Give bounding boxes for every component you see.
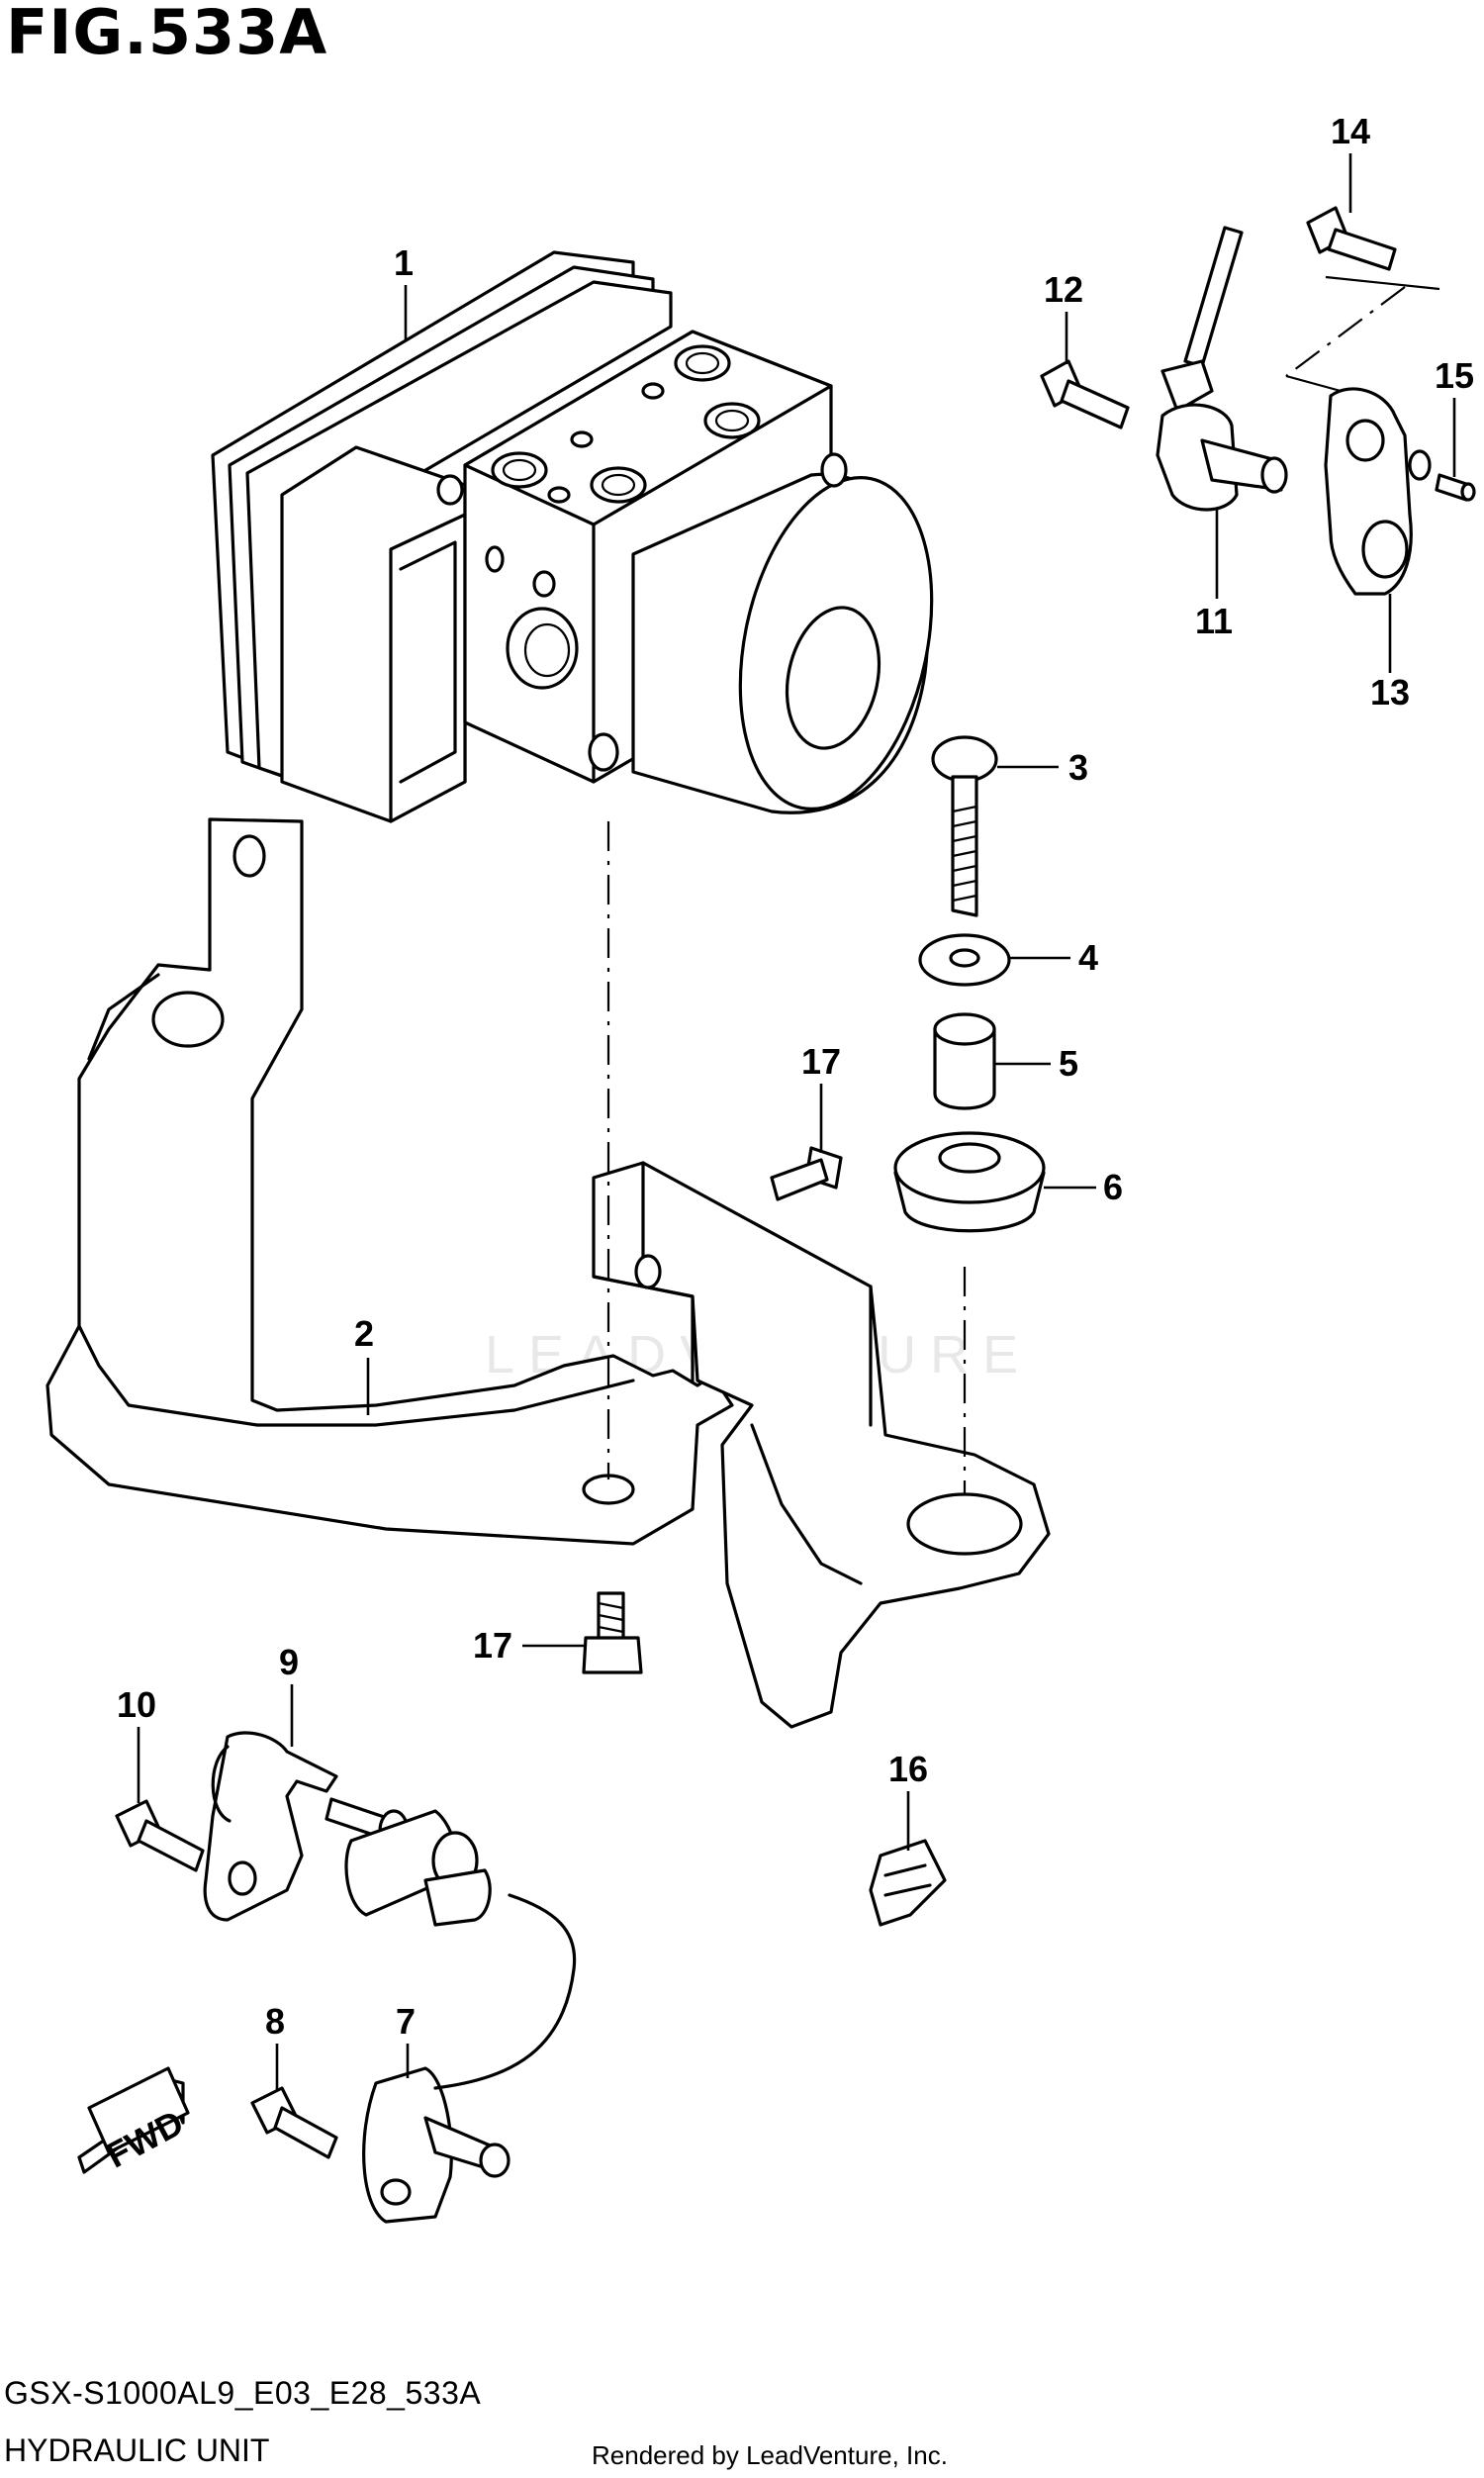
callout-1: 1	[394, 242, 414, 341]
part-clip-16[interactable]	[869, 1839, 947, 1927]
callout-13: 13	[1370, 594, 1410, 713]
part-hydraulic-unit[interactable]	[211, 250, 960, 826]
callout-2: 2	[354, 1313, 374, 1415]
callout-3: 3	[997, 747, 1088, 788]
callout-label-10: 10	[117, 1684, 156, 1725]
callout-label-7: 7	[396, 2001, 416, 2042]
part-bolt-8[interactable]	[250, 2086, 338, 2159]
callout-8: 8	[265, 2001, 285, 2090]
part-sensor-clamp[interactable]	[203, 1731, 492, 1927]
callout-15: 15	[1435, 355, 1474, 477]
part-bolt-17-lower[interactable]	[582, 1591, 643, 1674]
figure-title: FIG.533A	[6, 0, 328, 68]
callout-4: 4	[1009, 937, 1098, 978]
callout-label-6: 6	[1103, 1167, 1123, 1207]
callout-label-5: 5	[1059, 1043, 1078, 1084]
callout-label-1: 1	[394, 242, 414, 283]
part-pin-15[interactable]	[1435, 473, 1476, 502]
part-bolt-17-upper[interactable]	[770, 1146, 843, 1201]
callout-label-8: 8	[265, 2001, 285, 2042]
callout-11: 11	[1195, 510, 1233, 641]
callout-label-3: 3	[1068, 747, 1088, 788]
part-bolt-12[interactable]	[1040, 359, 1130, 429]
forward-direction-arrow: FWD	[77, 2066, 190, 2176]
render-credit: Rendered by LeadVenture, Inc.	[592, 2440, 948, 2470]
part-bracket[interactable]	[46, 817, 1051, 1729]
callout-label-12: 12	[1044, 269, 1083, 310]
callout-5: 5	[994, 1043, 1078, 1084]
callout-9: 9	[279, 1642, 299, 1747]
part-bolt-10[interactable]	[115, 1799, 205, 1872]
figure-name: HYDRAULIC UNIT	[4, 2432, 270, 2468]
callout-label-17-lower: 17	[473, 1625, 512, 1666]
callout-label-15: 15	[1435, 355, 1474, 396]
callout-label-11: 11	[1195, 601, 1233, 641]
part-screw-3[interactable]	[931, 735, 998, 917]
part-collar[interactable]	[933, 1012, 996, 1110]
callout-6: 6	[1044, 1167, 1123, 1207]
part-grommet[interactable]	[893, 1131, 1046, 1233]
callout-label-13: 13	[1370, 672, 1410, 713]
callout-label-16: 16	[888, 1749, 928, 1789]
callout-label-2: 2	[354, 1313, 374, 1354]
callout-label-4: 4	[1078, 937, 1098, 978]
figure-code: GSX-S1000AL9_E03_E28_533A	[4, 2375, 482, 2411]
part-front-wheel-sensor[interactable]	[1156, 226, 1288, 512]
callout-16: 16	[888, 1749, 928, 1851]
callout-7: 7	[396, 2001, 416, 2078]
callout-17-upper: 17	[801, 1041, 841, 1153]
assembly-lines	[606, 275, 1440, 1494]
callout-label-14: 14	[1331, 111, 1370, 151]
callout-10: 10	[117, 1684, 156, 1803]
callout-label-9: 9	[279, 1642, 299, 1682]
part-rear-wheel-sensor[interactable]	[362, 1893, 577, 2224]
part-washer[interactable]	[918, 933, 1011, 987]
callout-label-17-upper: 17	[801, 1041, 841, 1082]
callout-12: 12	[1044, 269, 1083, 364]
part-bolt-14[interactable]	[1306, 206, 1397, 271]
part-sensor-plate[interactable]	[1324, 387, 1432, 596]
callout-14: 14	[1331, 111, 1370, 213]
callout-17-lower: 17	[473, 1625, 586, 1666]
